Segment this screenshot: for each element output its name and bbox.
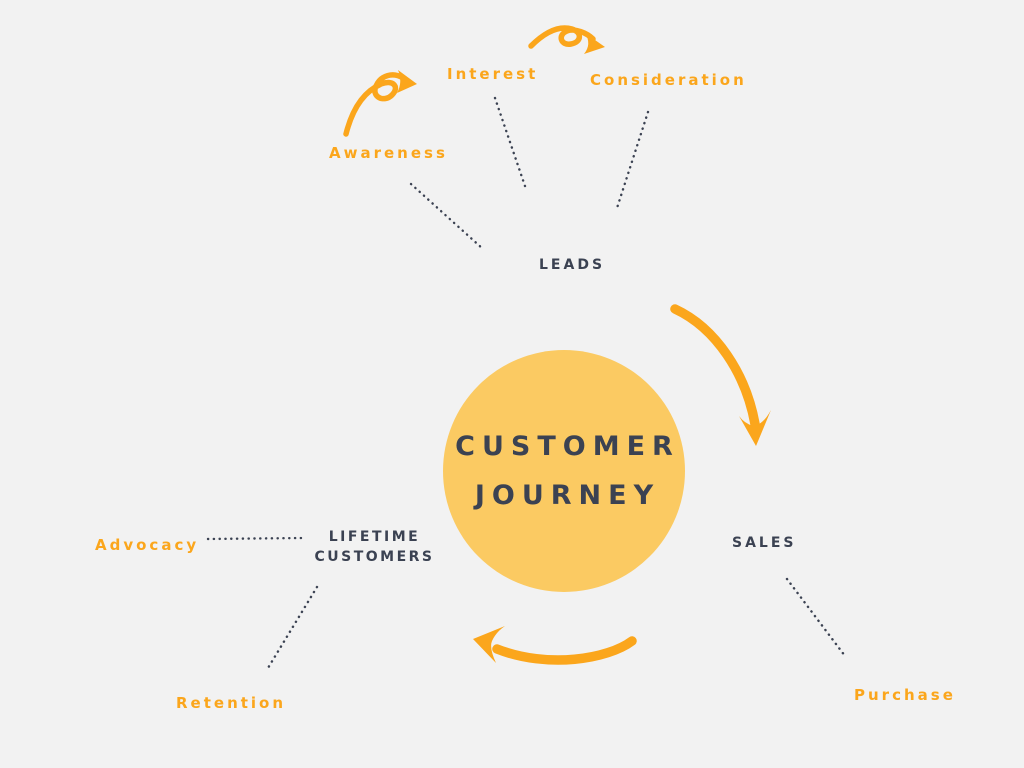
center-title-line2: JOURNEY: [474, 480, 661, 511]
awareness-loop-arrow-icon: [343, 70, 417, 137]
lifetime-line1: LIFETIME: [328, 529, 421, 545]
touchpoint-label-consideration: Consideration: [590, 71, 747, 89]
connector-sales-to-purchase: [785, 577, 847, 658]
leads-to-sales-arrow-stroke: [670, 304, 760, 429]
connector-advocacy-to-lifetime: [206, 536, 305, 541]
awareness-loop-arrow-stroke: [343, 72, 406, 137]
sales-to-lifetime-arrow-head: [473, 626, 505, 663]
connector-consideration-to-leads: [615, 110, 650, 210]
interest-loop-arrow-head: [584, 33, 605, 54]
awareness-loop-arrow-head: [397, 70, 417, 93]
interest-loop-arrow-stroke: [528, 25, 596, 49]
leads-to-sales-arrow-icon: [670, 304, 771, 446]
sales-to-lifetime-arrow-stroke: [492, 636, 637, 665]
sales-to-lifetime-arrow-icon: [473, 626, 637, 665]
touchpoint-label-awareness: Awareness: [329, 144, 448, 162]
lifetime-line2: CUSTOMERS: [314, 549, 435, 565]
center-circle: CUSTOMER JOURNEY: [443, 350, 685, 592]
connector-interest-to-leads: [493, 96, 528, 191]
stage-label-leads: LEADS: [539, 257, 606, 273]
touchpoint-label-purchase: Purchase: [854, 686, 956, 704]
interest-loop-arrow-icon: [528, 25, 605, 54]
connector-lifetime-to-retention: [266, 585, 319, 670]
touchpoint-label-retention: Retention: [176, 694, 287, 712]
stage-label-lifetime-customers: LIFETIME CUSTOMERS: [312, 527, 437, 567]
connector-awareness-to-leads: [409, 182, 485, 251]
touchpoint-label-interest: Interest: [447, 65, 539, 83]
leads-to-sales-arrow-head: [739, 410, 771, 446]
center-title-line1: CUSTOMER: [455, 431, 680, 462]
touchpoint-label-advocacy: Advocacy: [95, 536, 200, 554]
stage-label-sales: SALES: [732, 535, 797, 551]
